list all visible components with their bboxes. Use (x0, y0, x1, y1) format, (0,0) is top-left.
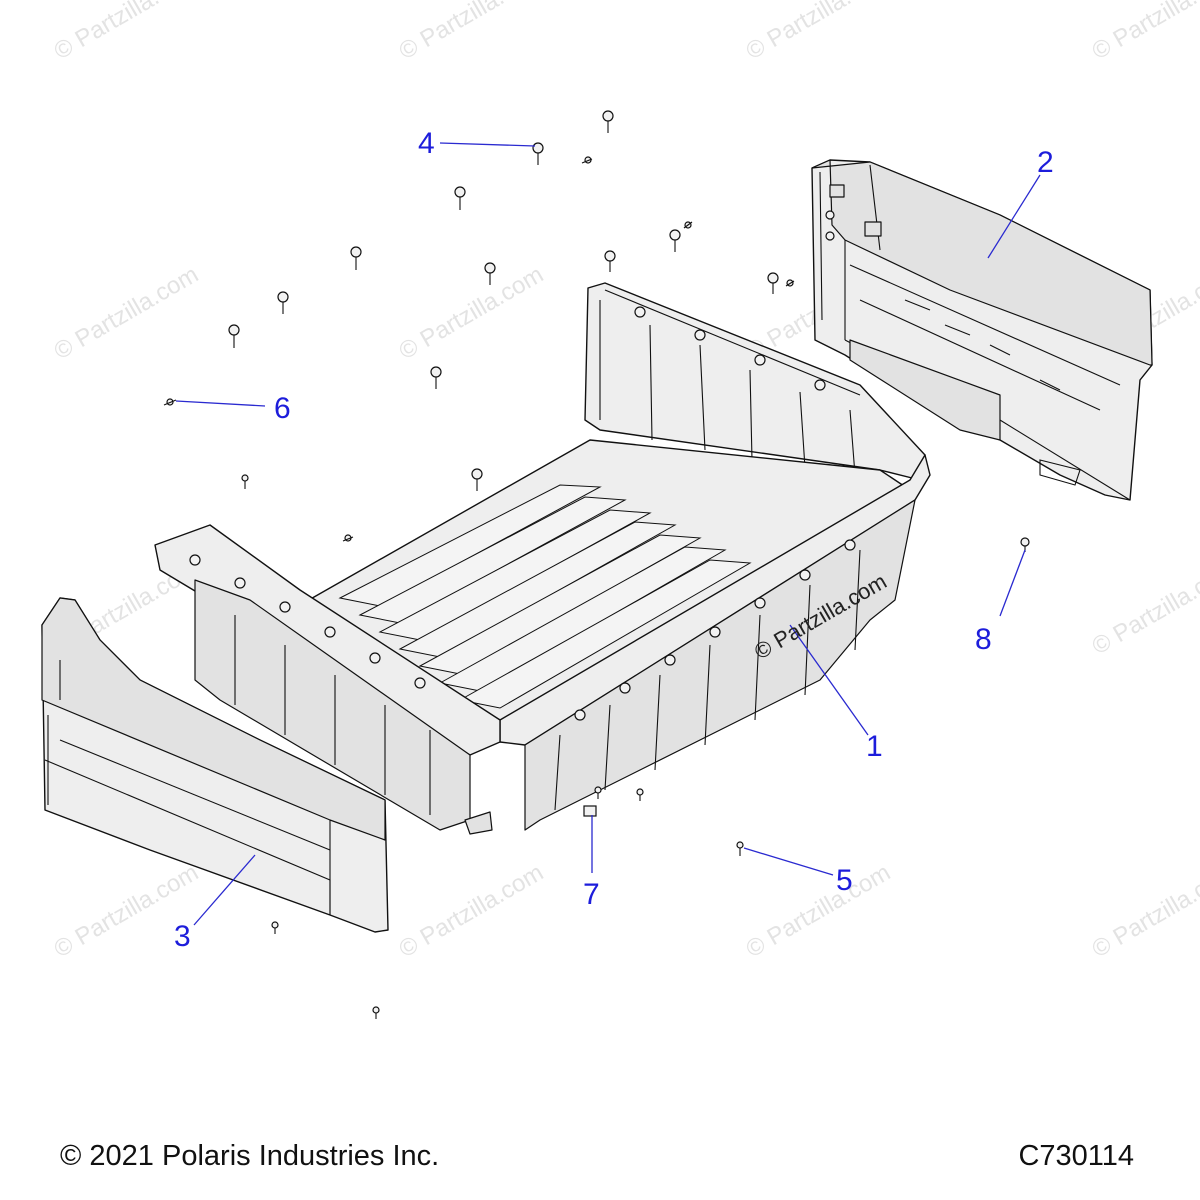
screw-icon (683, 221, 693, 229)
screw-icon (163, 398, 177, 406)
part-1-cargo-box[interactable] (154, 282, 931, 835)
screw-icon (430, 366, 442, 389)
callout-7: 7 (583, 878, 600, 911)
watermark: © Partzilla.com (395, 261, 549, 365)
callout-6: 6 (274, 392, 291, 425)
screw-icon (228, 324, 240, 348)
callout-labels: 1 2 3 4 5 6 7 8 (174, 127, 1054, 953)
callout-8: 8 (975, 623, 992, 656)
leader-lines (175, 142, 1041, 926)
callout-5: 5 (836, 864, 853, 897)
screw-icon (594, 786, 602, 799)
screw-icon (350, 246, 362, 270)
screw-icon (271, 921, 279, 934)
screw-icon (342, 534, 354, 542)
screw-icon (454, 186, 466, 210)
screw-icon (1020, 537, 1030, 552)
screw-icon (532, 142, 544, 165)
watermark: © Partzilla.com (395, 0, 549, 65)
callout-1: 1 (866, 730, 883, 763)
callout-3: 3 (174, 920, 191, 953)
watermark: © Partzilla.com (395, 859, 549, 963)
screw-icon (471, 468, 483, 491)
fasteners (163, 110, 1030, 1019)
floor-slats (338, 484, 752, 709)
clip-icon (583, 805, 597, 817)
diagram-id: C730114 (1018, 1140, 1134, 1172)
callout-2: 2 (1037, 146, 1054, 179)
callout-4: 4 (418, 127, 435, 160)
screw-icon (736, 841, 744, 856)
part-2-panel[interactable] (811, 159, 1153, 501)
screw-icon (277, 291, 289, 314)
screw-icon (372, 1006, 380, 1019)
watermark: © Partzilla.com (742, 0, 896, 65)
part-3-tailgate[interactable] (41, 597, 389, 933)
watermark: © Partzilla.com (50, 0, 204, 65)
copyright-text: © 2021 Polaris Industries Inc. (60, 1140, 440, 1172)
watermark: © Partzilla.com (50, 261, 204, 365)
screw-icon (581, 156, 593, 164)
screw-icon (636, 788, 644, 801)
screw-icon (785, 279, 795, 287)
watermark: © Partzilla.com (1088, 556, 1200, 660)
screw-icon (669, 229, 681, 252)
screw-icon (241, 474, 249, 489)
screw-icon (604, 250, 616, 272)
screw-icon (602, 110, 614, 133)
watermark: © Partzilla.com (1088, 859, 1200, 963)
screw-icon (767, 272, 779, 294)
screw-icon (484, 262, 496, 285)
watermark: © Partzilla.com (742, 859, 896, 963)
rim-studs (189, 306, 856, 721)
watermark: © Partzilla.com (1088, 0, 1200, 65)
